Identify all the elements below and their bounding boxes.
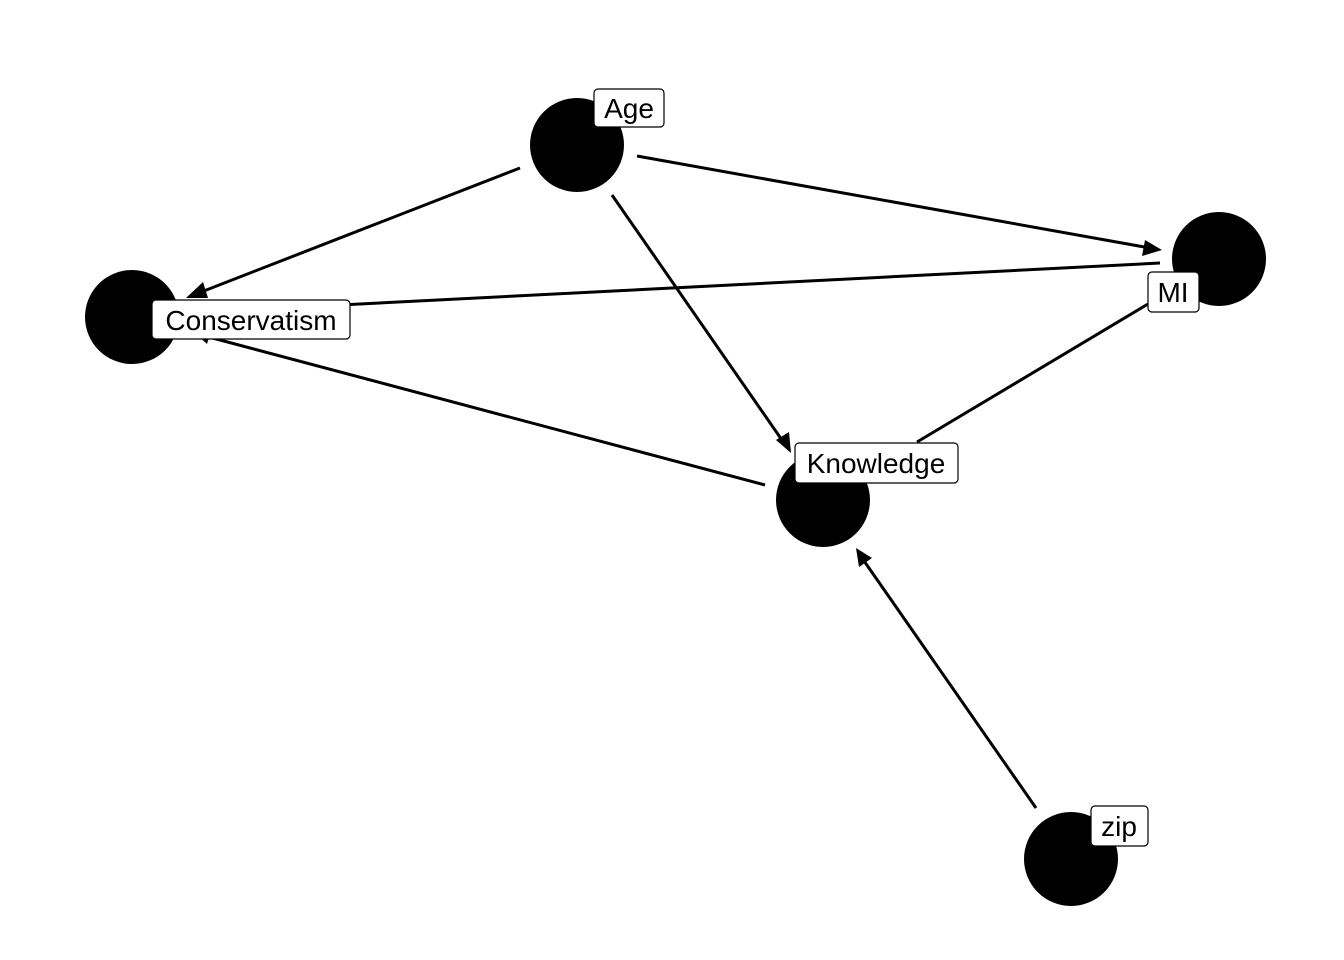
edge-age-to-mi: [636, 154, 1162, 256]
label-conservatism: Conservatism: [151, 299, 351, 340]
label-conservatism-text: Conservatism: [165, 305, 336, 336]
edge-zip-to-knowledge: [856, 548, 1038, 809]
edge-mi-to-conservatism: [339, 261, 1161, 307]
label-mi-text: MI: [1157, 277, 1188, 308]
edge-mi-to-knowledge: [916, 302, 1149, 444]
nodes-layer: [85, 98, 1266, 906]
edge-age-to-conservatism: [186, 166, 521, 298]
label-age: Age: [593, 88, 665, 128]
edge-knowledge-to-conservatism: [196, 328, 766, 487]
label-zip: zip: [1090, 805, 1149, 847]
label-knowledge-text: Knowledge: [807, 448, 946, 479]
edges-layer: [186, 154, 1162, 809]
label-age-text: Age: [604, 93, 654, 124]
labels-layer: Age MI Conservatism Knowledge zip: [151, 88, 1200, 847]
label-mi: MI: [1147, 271, 1200, 313]
node-conservatism: [85, 270, 179, 364]
edge-age-to-knowledge: [610, 194, 791, 453]
label-zip-text: zip: [1101, 811, 1137, 842]
label-knowledge: Knowledge: [794, 442, 959, 484]
